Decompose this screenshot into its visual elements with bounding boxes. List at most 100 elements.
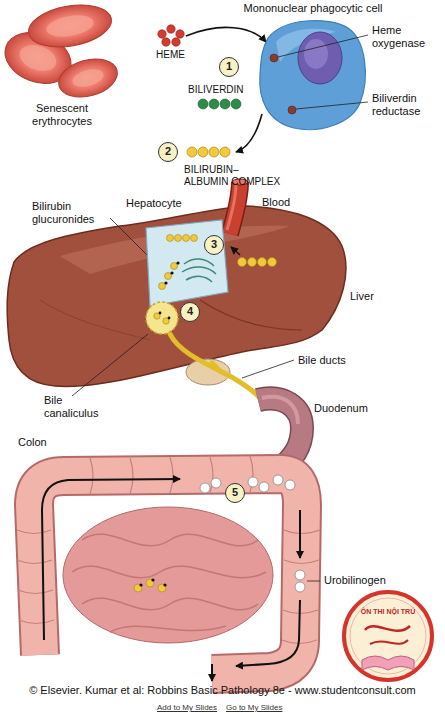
urobilinogen-molecules — [200, 475, 305, 592]
intestinal-bilirubin-part — [134, 584, 142, 592]
blood-bilirubin-part — [248, 258, 257, 267]
logo-badge-part — [344, 592, 432, 680]
flow-arrows-part — [42, 479, 180, 640]
hepatocyte-cell-shape-part — [184, 259, 214, 266]
intestinal-bilirubin — [134, 578, 167, 592]
callout-number: 2 — [159, 143, 177, 160]
bilirubin-molecules-part — [209, 147, 219, 157]
heme-molecules-part — [162, 38, 170, 46]
callout-number: 4 — [181, 303, 199, 320]
hepatocyte-cell-shape-part-part — [168, 317, 171, 320]
colon-part-part — [130, 458, 133, 494]
erythrocytes-part-part — [54, 53, 121, 103]
part-label: Bile ducts — [298, 354, 346, 367]
urobilinogen-molecules-part — [248, 477, 258, 487]
blood-vessel — [227, 179, 248, 234]
colon-part-part — [19, 620, 54, 624]
slide-link: Add to My Slides — [157, 703, 217, 712]
hepatocyte-cell-shape-part-part — [171, 263, 178, 270]
conversion-arrows-part — [236, 114, 262, 152]
callout-label: Heme oxygenase — [372, 24, 434, 49]
callout-circle: 2 — [158, 142, 178, 162]
hepatocyte-cell-shape — [140, 220, 228, 306]
biliverdin-molecules-part — [209, 99, 219, 109]
conversion-arrows — [186, 27, 266, 152]
liver-organ-part — [40, 300, 150, 340]
biliverdin-molecules-part — [198, 99, 208, 109]
hepatocyte-cell-shape-part — [164, 261, 179, 284]
urobilinogen-molecules-part — [200, 483, 210, 493]
colon-part — [34, 474, 302, 674]
heme-molecules-part — [176, 30, 184, 38]
colon — [17, 456, 320, 674]
hepatocyte-cell-shape-part — [159, 235, 198, 290]
bilirubin-molecules-part — [187, 147, 197, 157]
small-intestine — [63, 507, 273, 643]
callout-number: 3 — [205, 236, 223, 253]
intestinal-bilirubin-part — [151, 578, 154, 581]
heme-molecules-part — [158, 30, 166, 38]
molecule-label: BILIVERDIN — [188, 84, 244, 96]
phagocytic-cell-shape-part — [270, 54, 278, 62]
phagocytic-cell-shape-part — [288, 106, 296, 114]
colon-part-part — [210, 457, 213, 493]
urobilinogen-molecules-part — [295, 582, 305, 592]
cell-heading: Mononuclear phagocytic cell — [244, 2, 383, 15]
blood-bilirubin-part — [268, 258, 277, 267]
callout-circle: 3 — [204, 235, 224, 255]
small-intestine-part-part — [82, 534, 258, 546]
intestinal-bilirubin-part — [158, 584, 166, 592]
bilirubin-molecules — [187, 147, 230, 157]
hepatocyte-cell-shape-part-part — [183, 235, 190, 242]
callout-number: 5 — [226, 484, 244, 501]
colon-part-part — [17, 560, 52, 564]
flow-arrows-part — [236, 600, 300, 666]
hepatocyte-cell-shape-part-part — [165, 273, 172, 280]
bilirubin-molecules-part — [220, 147, 230, 157]
conversion-arrows-part — [186, 27, 266, 42]
urobilinogen-molecules-part — [211, 478, 221, 488]
heme-molecules-part — [167, 25, 175, 33]
blood-bilirubin-part — [238, 258, 247, 267]
heme-molecules-part — [172, 38, 180, 46]
biliverdin-molecules-part — [231, 99, 241, 109]
erythrocytes — [0, 0, 122, 103]
erythrocytes-part — [25, 0, 115, 53]
bile-ducts-part — [170, 334, 266, 404]
liver-organ-part — [7, 206, 346, 386]
leader-lines-part — [307, 581, 320, 582]
small-intestine-part-part — [72, 566, 266, 578]
logo-badge-part — [362, 656, 414, 670]
liver-organ-part — [200, 300, 302, 330]
colon-part-part — [284, 560, 319, 564]
hepatocyte-cell-shape-part-part — [175, 235, 182, 242]
uptake-arrow — [231, 247, 240, 255]
hepatocyte-cell-shape-part — [182, 267, 216, 274]
urobilinogen-molecules-part — [285, 480, 295, 490]
colon-part-part — [170, 457, 173, 493]
bile-ducts-part — [212, 363, 220, 371]
erythrocytes-part — [54, 53, 121, 103]
hepatocyte-cell-shape-part-part — [191, 235, 198, 242]
part-label: Senescent erythrocytes — [10, 102, 114, 127]
organ-label: Duodenum — [314, 402, 368, 415]
leader-lines-part — [242, 360, 294, 378]
hepatocyte-cell-shape-part-part — [176, 261, 179, 264]
molecule-label: HEME — [156, 49, 185, 61]
small-intestine-part — [72, 534, 266, 632]
part-label: Blood — [262, 196, 290, 209]
logo-badge-part — [370, 640, 408, 644]
slide-link: Go to My Slides — [226, 703, 282, 712]
phagocytic-cell-shape-part — [260, 21, 366, 130]
flow-arrows — [42, 479, 300, 681]
heme-molecules — [158, 25, 184, 46]
bile-ducts — [170, 334, 266, 404]
organ-label: Liver — [350, 290, 374, 303]
cell-heading: Hepatocyte — [126, 197, 182, 210]
callout-label: Biliverdin reductase — [372, 92, 438, 117]
molecule-label: Urobilinogen — [324, 574, 386, 587]
flow-arrows-part — [299, 510, 301, 558]
callout-label: Bilirubin glucuronides — [32, 200, 108, 225]
phagocytic-cell-shape-part — [278, 35, 368, 57]
